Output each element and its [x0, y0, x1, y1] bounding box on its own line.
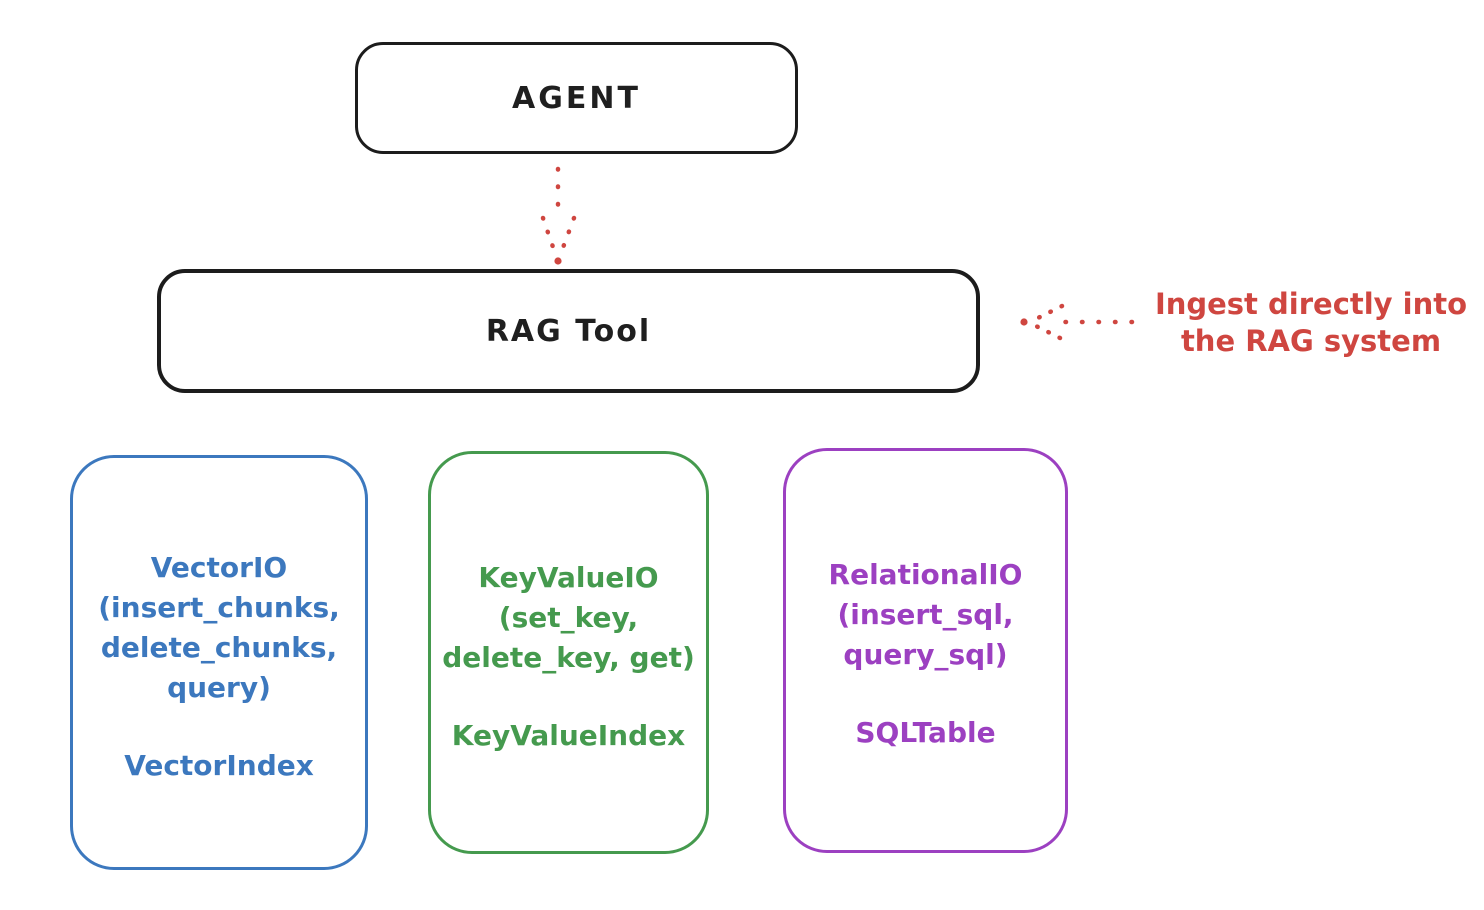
rag-tool-node: RAG Tool — [157, 269, 980, 393]
agent-to-rag-tool-arrow — [540, 166, 577, 265]
vector-io-label: VectorIO (insert_chunks, delete_chunks, … — [98, 551, 340, 704]
rag-tool-node-label: RAG Tool — [485, 313, 652, 349]
keyvalue-io-box: KeyValueIO (set_key, delete_key, get) Ke… — [428, 451, 709, 854]
keyvalue-index-label: KeyValueIndex — [451, 719, 686, 752]
keyvalue-io-label: KeyValueIO (set_key, delete_key, get) — [442, 561, 695, 674]
agent-node-label: AGENT — [512, 80, 641, 116]
ingest-annotation-text: Ingest directly into the RAG system — [1154, 287, 1468, 358]
relational-io-label: RelationalIO (insert_sql, query_sql) — [828, 558, 1023, 671]
vector-io-box: VectorIO (insert_chunks, delete_chunks, … — [70, 455, 368, 870]
agent-node: AGENT — [355, 42, 798, 154]
vector-index-label: VectorIndex — [124, 749, 314, 782]
relational-io-box: RelationalIO (insert_sql, query_sql) SQL… — [783, 448, 1068, 853]
arrowhead-tip-dot — [554, 257, 562, 265]
sql-table-label: SQLTable — [855, 716, 996, 749]
arrowhead-tip-dot — [1020, 318, 1028, 326]
ingest-annotation-arrow — [1020, 303, 1135, 341]
